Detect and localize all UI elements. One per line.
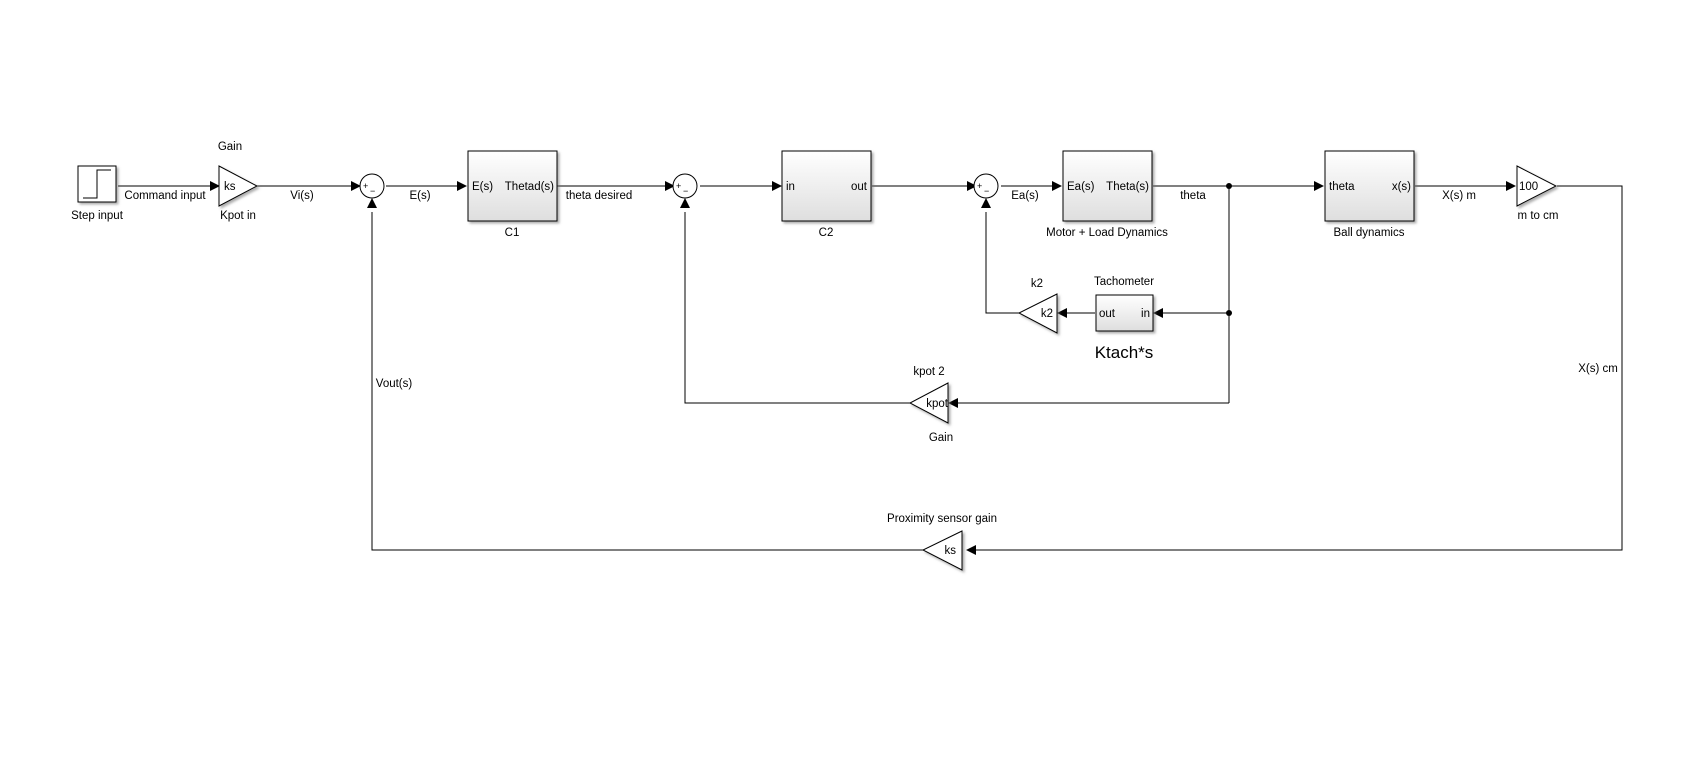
sum-plus-sign: + [363,181,368,191]
ball-out-port: x(s) [1392,181,1411,193]
arrowhead [948,398,958,408]
c1-name: C1 [505,227,520,239]
arrowhead [1506,181,1516,191]
signal-labels: Command input Vi(s) E(s) theta desired E… [124,190,1617,390]
m-to-cm-gain-block[interactable]: 100 m to cm [1516,165,1559,222]
signal-label-vout: Vout(s) [376,378,413,390]
arrowhead [1052,181,1062,191]
motor-name: Motor + Load Dynamics [1046,227,1168,239]
step-input-block[interactable]: Step input [71,165,124,222]
branch-point [1226,310,1232,316]
c2-out-port: out [851,181,868,193]
branch-point [1226,183,1232,189]
arrowhead [210,181,220,191]
arrowhead [457,181,467,191]
proximity-sensor-gain-block[interactable]: ks Proximity sensor gain [887,513,997,571]
tachometer-block[interactable]: out in Tachometer Ktach*s [1094,276,1154,362]
kpot2-gain-value: kpot [926,398,949,410]
arrowhead [772,181,782,191]
c1-in-port: E(s) [472,181,493,193]
signal-label-x-m: X(s) m [1442,190,1476,202]
arrowhead [665,181,675,191]
kpot-in-gain-value: ks [224,181,236,193]
arrowheads [210,181,1516,555]
sum-minus-sign: − [370,186,375,196]
kpot2-top-label: kpot 2 [913,366,944,378]
sum-plus-sign: + [676,181,681,191]
sum-block-3[interactable]: + − [973,173,999,199]
c1-block[interactable]: E(s) Thetad(s) C1 [467,150,558,239]
wire-k2-to-sum3[interactable] [985,212,1019,314]
signal-wires [118,183,1623,551]
wire-x-cm[interactable] [975,185,1623,551]
sum-minus-sign: − [683,186,688,196]
signal-label-vi: Vi(s) [290,190,314,202]
arrowhead [1057,308,1067,318]
sum-block-1[interactable]: + − [359,173,385,199]
ball-dynamics-block[interactable]: theta x(s) Ball dynamics [1324,150,1415,239]
tach-transfer-function: Ktach*s [1095,343,1154,362]
prox-gain-value: ks [945,545,957,557]
tach-in-port: in [1141,308,1150,320]
k2-top-label: k2 [1031,278,1043,290]
arrowhead [1314,181,1324,191]
m-to-cm-name: m to cm [1518,210,1559,222]
c2-in-port: in [786,181,795,193]
arrowhead [351,181,361,191]
arrowhead [966,545,976,555]
signal-label-ea: Ea(s) [1011,190,1039,202]
tach-out-port: out [1099,308,1116,320]
motor-out-port: Theta(s) [1106,181,1149,193]
signal-label-theta: theta [1180,190,1206,202]
step-icon [83,169,111,199]
kpot2-gain-block[interactable]: kpot kpot 2 Gain [908,366,953,444]
c1-out-port: Thetad(s) [505,181,554,193]
signal-label-theta-desired: theta desired [566,190,633,202]
motor-load-block[interactable]: Ea(s) Theta(s) Motor + Load Dynamics [1046,150,1168,239]
arrowhead [981,198,991,208]
arrowhead [1153,308,1163,318]
ball-in-port: theta [1329,181,1355,193]
m-to-cm-gain-value: 100 [1519,181,1538,193]
arrowhead [680,198,690,208]
sum-plus-sign: + [977,181,982,191]
step-input-label: Step input [71,210,124,222]
kpot-in-top-label: Gain [218,141,242,153]
kpot2-name: Gain [929,432,953,444]
c2-block[interactable]: in out C2 [781,150,872,239]
signal-label-command-input: Command input [124,190,206,202]
k2-gain-value: k2 [1041,308,1053,320]
tach-top-label: Tachometer [1094,276,1154,288]
sum-block-2[interactable]: + − [672,173,698,199]
arrowhead [367,198,377,208]
ball-name: Ball dynamics [1334,227,1405,239]
signal-label-e: E(s) [409,190,430,202]
motor-in-port: Ea(s) [1067,181,1095,193]
sum-minus-sign: − [984,186,989,196]
prox-top-label: Proximity sensor gain [887,513,997,525]
wire-kpot2-to-sum2[interactable] [684,212,910,404]
kpot-in-gain-block[interactable]: ks Gain Kpot in [218,141,259,222]
k2-gain-block[interactable]: k2 k2 [1017,278,1058,334]
signal-label-x-cm: X(s) cm [1578,363,1618,375]
arrowhead [967,181,977,191]
kpot-in-name: Kpot in [220,210,256,222]
wire-vout[interactable] [371,212,924,551]
c2-name: C2 [819,227,834,239]
